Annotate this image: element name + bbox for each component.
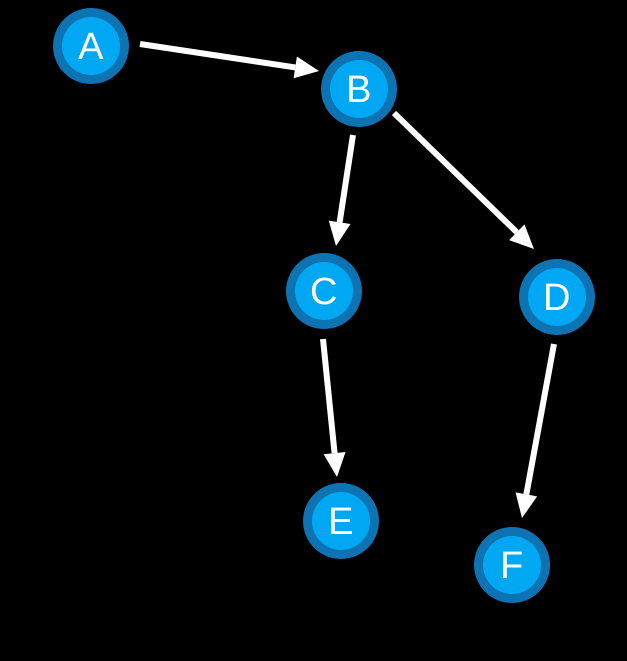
- nodes-layer: A B C D E F: [53, 8, 595, 603]
- arrowhead-icon: [293, 56, 319, 79]
- edge-shaft: [391, 110, 519, 235]
- arrowhead-icon: [323, 452, 346, 477]
- node-label-c: C: [310, 271, 338, 313]
- graph-node-b[interactable]: B: [321, 51, 397, 127]
- edges-layer: [139, 41, 557, 518]
- node-fill: [528, 268, 586, 326]
- edge-shaft: [336, 134, 356, 223]
- graph-edge-a-b: [139, 41, 319, 79]
- arrowhead-icon: [515, 492, 538, 518]
- graph-edge-b-c: [328, 134, 356, 246]
- graph-edge-c-e: [320, 338, 346, 477]
- edge-shaft: [523, 343, 557, 495]
- node-label-d: D: [543, 277, 571, 319]
- node-fill: [295, 262, 353, 320]
- node-fill: [312, 492, 370, 550]
- arrowhead-icon: [509, 224, 534, 249]
- graph-edge-b-d: [391, 110, 534, 249]
- arrowhead-icon: [328, 220, 351, 246]
- graph-node-a[interactable]: A: [53, 8, 129, 84]
- node-label-a: A: [78, 26, 104, 68]
- edge-shaft: [139, 41, 296, 71]
- edge-shaft: [320, 338, 338, 454]
- node-fill: [62, 17, 120, 75]
- node-label-e: E: [328, 501, 354, 543]
- node-fill: [330, 60, 388, 118]
- node-label-b: B: [346, 69, 372, 111]
- graph-node-f[interactable]: F: [474, 527, 550, 603]
- graph-edge-d-f: [515, 343, 557, 518]
- graph-node-c[interactable]: C: [286, 253, 362, 329]
- node-fill: [483, 536, 541, 594]
- graph-node-d[interactable]: D: [519, 259, 595, 335]
- node-label-f: F: [500, 545, 524, 587]
- graph-node-e[interactable]: E: [303, 483, 379, 559]
